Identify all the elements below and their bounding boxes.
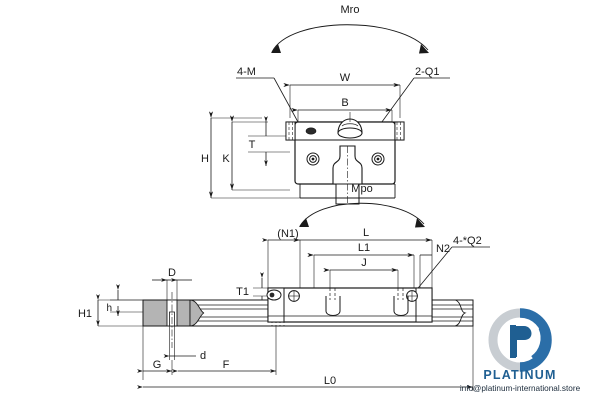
side-hole-right	[406, 290, 418, 302]
label-D: D	[168, 267, 176, 279]
label-2Q1: 2-Q1	[415, 66, 439, 78]
label-N1: (N1)	[277, 228, 298, 240]
grease-nipple-icon	[337, 112, 363, 139]
moment-arc-mpo: Mpo	[299, 183, 425, 228]
leader-4M-slant	[273, 77, 299, 123]
block-bolt-hole-right	[371, 152, 385, 166]
set-screw-plug	[305, 127, 317, 135]
label-K: K	[222, 153, 230, 165]
label-d: d	[200, 350, 206, 362]
leader-4Q2: 4-*Q2	[413, 235, 490, 294]
watermark-brand: PLATINUM	[483, 368, 556, 382]
dim-H: H	[201, 111, 300, 199]
platinum-watermark: PLATINUM info@platinum-international.sto…	[460, 308, 581, 393]
label-T: T	[249, 139, 256, 151]
carriage-block	[285, 112, 405, 205]
nipple-base	[337, 127, 363, 139]
dim-L1: L1	[307, 242, 415, 288]
label-J: J	[361, 257, 367, 269]
platinum-p-logo-icon	[488, 308, 552, 372]
label-4Q2: 4-*Q2	[453, 235, 482, 247]
logo-blue-arc2	[530, 325, 551, 364]
mpo-arc-path	[299, 202, 425, 227]
label-W: W	[340, 72, 351, 84]
dim-h: h	[106, 284, 143, 316]
carriage-endcap-right	[415, 287, 433, 323]
rail-right-break	[454, 299, 467, 327]
carriage-side	[266, 287, 433, 323]
dim-K: K	[222, 115, 290, 191]
dim-L0: L0	[137, 326, 474, 391]
watermark-email: info@platinum-international.store	[460, 384, 581, 393]
label-4M: 4-M	[237, 66, 256, 78]
side-view-group: L (N1) L1 N2 J	[78, 227, 490, 391]
nipple-side-tip	[269, 292, 275, 298]
block-bolt-hole-left	[306, 152, 320, 166]
flange-right-boss	[394, 121, 405, 141]
side-hole-left	[288, 290, 300, 302]
label-mpo: Mpo	[351, 183, 372, 195]
moment-arc-mro: Mro	[271, 4, 429, 54]
dim-L: L	[293, 227, 433, 288]
ball-return-slot-left	[325, 296, 341, 316]
front-view-group: W B 4-M 2-Q1 H	[201, 66, 450, 205]
nipple-detail	[341, 123, 359, 127]
mro-arrow-right	[419, 44, 429, 54]
label-L1: L1	[358, 242, 370, 254]
grease-nipple-side-icon	[266, 289, 282, 301]
mpo-arrow-right	[415, 218, 425, 228]
leader-4Q2-slant	[413, 246, 453, 294]
label-mro: Mro	[341, 4, 360, 16]
flange-left-boss	[285, 121, 296, 141]
label-L0: L0	[324, 375, 336, 387]
label-h: h	[106, 303, 112, 314]
rail-cut-section	[142, 299, 191, 327]
dim-G: G	[137, 326, 173, 380]
label-N2: N2	[436, 243, 450, 255]
dim-N2: N2	[419, 243, 450, 288]
dim-W: W	[283, 72, 401, 118]
dim-d: d	[163, 326, 206, 362]
label-H: H	[201, 153, 209, 165]
dim-T: T	[248, 116, 290, 166]
label-F: F	[223, 359, 230, 371]
label-L: L	[363, 227, 369, 239]
dim-D: D	[152, 267, 192, 300]
dim-N1: (N1)	[262, 228, 300, 288]
logo-letter-p	[512, 326, 532, 357]
dim-F: F	[172, 326, 277, 375]
label-G: G	[153, 359, 162, 371]
label-T1: T1	[236, 286, 249, 298]
leader-4M: 4-M	[236, 66, 299, 123]
label-B: B	[341, 97, 348, 109]
rail-break-line	[189, 299, 205, 327]
ball-return-slot-right	[393, 296, 409, 316]
mro-arc-path	[271, 24, 429, 53]
label-H1: H1	[78, 308, 92, 320]
mpo-arrow-left	[299, 218, 309, 227]
logo-p-stem	[510, 325, 516, 358]
mro-arrow-left	[271, 44, 281, 53]
